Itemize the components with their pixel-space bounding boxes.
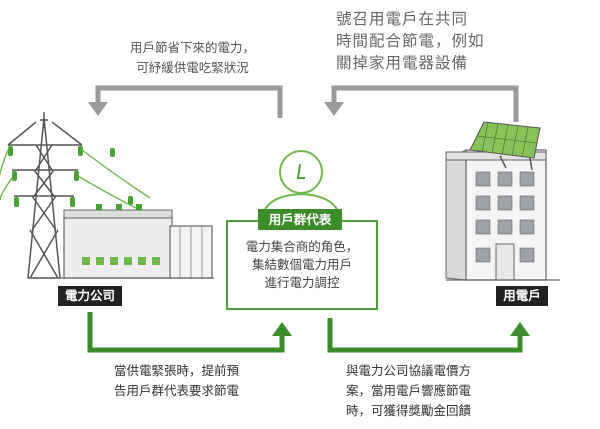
- green-arrow-left-head: [272, 322, 292, 336]
- note-call-to-save: 號召用電戶在共同 時間配合節電，例如 關掉家用電器設備: [336, 10, 485, 72]
- power-plant-icon: [30, 204, 214, 279]
- insulator-icons: [8, 146, 133, 207]
- note-reward-agreement: 與電力公司協議電價方 案，當用電戶響應節電 時，可獲得獎勵金回饋: [346, 363, 472, 418]
- power-tower-icon: [7, 112, 83, 279]
- gray-arrow-left: [95, 85, 283, 118]
- note-saved-power: 用戶節省下來的電力， 可紓緩供電吃緊狀況: [129, 40, 255, 75]
- solar-panel-icon: [469, 121, 541, 171]
- label-power-company: 電力公司: [58, 286, 122, 306]
- power-line-icons: [0, 149, 151, 211]
- note-advance-notice: 當供電緊張時，提前預 告用戶群代表要求節電: [114, 363, 240, 398]
- green-arrow-right: [327, 318, 523, 353]
- gray-arrow-right: [331, 85, 519, 122]
- gray-arrow-right-head: [324, 102, 344, 116]
- office-building-icon: [445, 149, 560, 281]
- representative-title: 用戶群代表: [258, 209, 342, 230]
- green-arrow-right-head: [510, 322, 530, 336]
- green-arrow-left: [87, 312, 285, 353]
- label-electricity-user: 用電戶: [496, 286, 548, 306]
- gray-arrow-left-head: [88, 102, 108, 116]
- representative-description: 電力集合商的角色， 集結數個電力用戶 進行電力調控: [245, 239, 359, 290]
- representative-box: [226, 220, 378, 310]
